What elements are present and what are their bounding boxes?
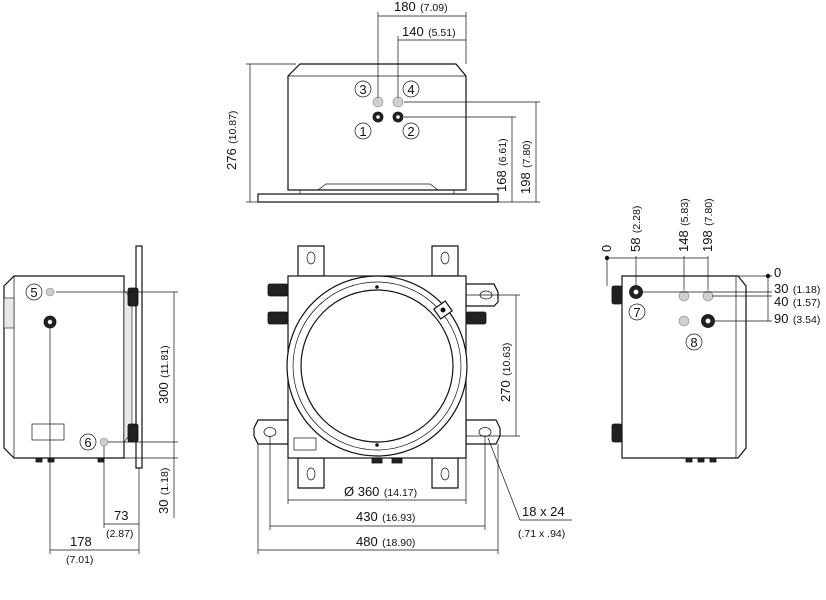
front-tab-bottom-right xyxy=(431,457,459,489)
dim-178: 178 xyxy=(70,534,92,549)
dim-276: 276 (10.87) xyxy=(223,111,240,170)
dim-slot: 18 x 24 xyxy=(522,504,565,519)
dim-73: 73 xyxy=(114,508,128,523)
left-view-feet xyxy=(35,457,105,463)
dim-0-vertical: 0 xyxy=(599,245,614,252)
port-3-label: 3 xyxy=(359,82,366,97)
dim-430: 430 (16.93) xyxy=(356,508,415,525)
dim-58: 58 (2.28) xyxy=(627,206,644,252)
front-view: 270 (10.63) Ø 360 (14.17) 430 (16.93) 48… xyxy=(253,245,572,554)
port-3-symbol xyxy=(372,96,384,108)
dim-168: 168 (6.61) xyxy=(493,138,510,192)
port-5-symbol xyxy=(45,287,55,297)
dim-90: 90 (3.54) xyxy=(774,310,820,327)
port-6-label: 6 xyxy=(84,435,91,450)
front-tab-top-left xyxy=(297,245,325,277)
port-6-symbol xyxy=(99,437,109,447)
dim-30-right: 30 (1.18) xyxy=(774,280,820,297)
dim-148: 148 (5.83) xyxy=(675,198,692,252)
dim-73-inch: (2.87) xyxy=(106,528,133,540)
port-8-label: 8 xyxy=(690,335,697,350)
top-view-base-plate xyxy=(257,193,499,203)
front-slot-left xyxy=(253,419,289,445)
dim-178-inch: (7.01) xyxy=(66,554,93,566)
right-view-feet xyxy=(685,457,717,463)
left-side-view: 5 6 300 (11.81) 30 (1.18) 73 (2.87) 178 … xyxy=(3,245,178,566)
right-view-housing xyxy=(621,275,747,459)
port-1-label: 1 xyxy=(359,124,366,139)
port-4-symbol xyxy=(392,96,404,108)
dim-270: 270 (10.63) xyxy=(497,343,514,402)
port-7-label: 7 xyxy=(633,305,640,320)
top-view-housing xyxy=(287,63,467,191)
right-side-view: 7 8 0 58 (2.28) 148 (5.83) 198 (7.80) 0 … xyxy=(599,198,820,463)
dim-198: 198 (7.80) xyxy=(517,140,534,194)
dim-40: 40 (1.57) xyxy=(774,293,820,310)
dim-198-right: 198 (7.80) xyxy=(699,198,716,252)
dim-360: Ø 360 (14.17) xyxy=(344,483,417,500)
dim-140: 140 (5.51) xyxy=(402,23,456,40)
dim-30-left: 30 (1.18) xyxy=(155,468,172,514)
dim-slot-inch: (.71 x .94) xyxy=(518,528,565,540)
front-view-cable-glands xyxy=(267,283,487,464)
front-view-ring-inner xyxy=(300,289,454,443)
front-tab-top-right xyxy=(431,245,459,277)
left-view-label-plate xyxy=(31,423,65,441)
port-5-label: 5 xyxy=(30,285,37,300)
dim-0-horizontal: 0 xyxy=(774,265,781,280)
top-view: 3 4 1 2 180 (7.09) 140 (5.51) 276 (10.87… xyxy=(223,0,540,203)
dim-180: 180 (7.09) xyxy=(394,0,448,15)
dim-300: 300 (11.81) xyxy=(155,345,172,404)
front-view-label-plate xyxy=(293,437,317,451)
dim-480: 480 (18.90) xyxy=(356,533,415,550)
port-2-label: 2 xyxy=(407,124,414,139)
front-slot-right xyxy=(465,419,501,445)
front-tab-bottom-left xyxy=(297,457,325,489)
port-4-label: 4 xyxy=(407,82,414,97)
